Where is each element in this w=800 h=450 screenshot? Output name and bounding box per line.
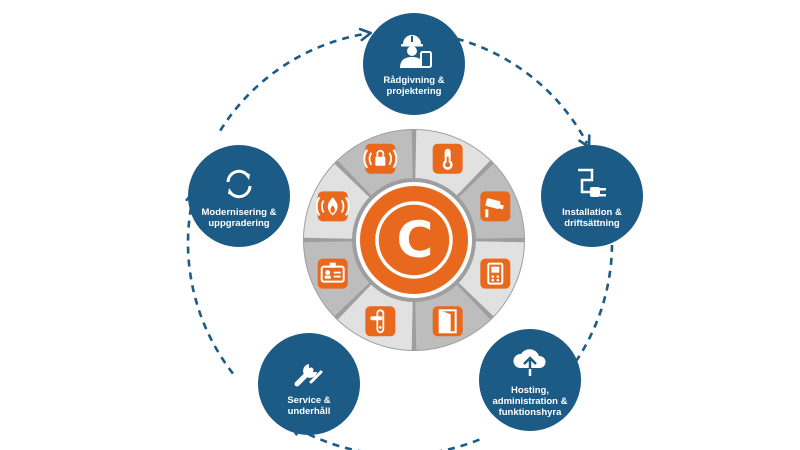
engineer-icon: [394, 32, 434, 72]
node-label-radgivning: Rådgivning & projektering: [383, 74, 445, 97]
cctv-camera-icon: [480, 191, 511, 222]
node-service: Service & underhåll: [258, 333, 360, 435]
node-radgivning: Rådgivning & projektering: [363, 13, 465, 115]
cycle-arrow-4: [219, 32, 368, 132]
door-handle-icon: [365, 306, 396, 337]
node-modernisering: Modernisering & uppgradering: [188, 145, 290, 247]
node-label-modernisering: Modernisering & uppgradering: [201, 206, 277, 229]
thermometer-icon: [432, 143, 463, 174]
lock-alarm-icon: [363, 143, 398, 174]
wrench-icon: [289, 352, 329, 392]
center-letter: C: [397, 211, 434, 269]
refresh-icon: [219, 164, 259, 204]
fire-alarm-icon: [315, 191, 350, 222]
node-label-service: Service & underhåll: [287, 394, 331, 417]
intercom-icon: [480, 258, 511, 289]
node-label-hosting: Hosting, administration & funktionshyra: [492, 385, 568, 418]
door-icon: [432, 306, 463, 337]
center-hub: [356, 182, 472, 298]
plug-cable-icon: [572, 164, 612, 204]
node-hosting: Hosting, administration & funktionshyra: [479, 329, 581, 431]
node-installation: Installation & driftsättning: [541, 145, 643, 247]
node-label-installation: Installation & driftsättning: [562, 206, 622, 229]
cloud-upload-icon: [510, 342, 550, 382]
cycle-arrowhead-4: [358, 27, 373, 42]
logo-c-icon: C: [375, 201, 453, 279]
id-card-icon: [317, 258, 348, 289]
cycle-arrow-3: [186, 195, 234, 375]
